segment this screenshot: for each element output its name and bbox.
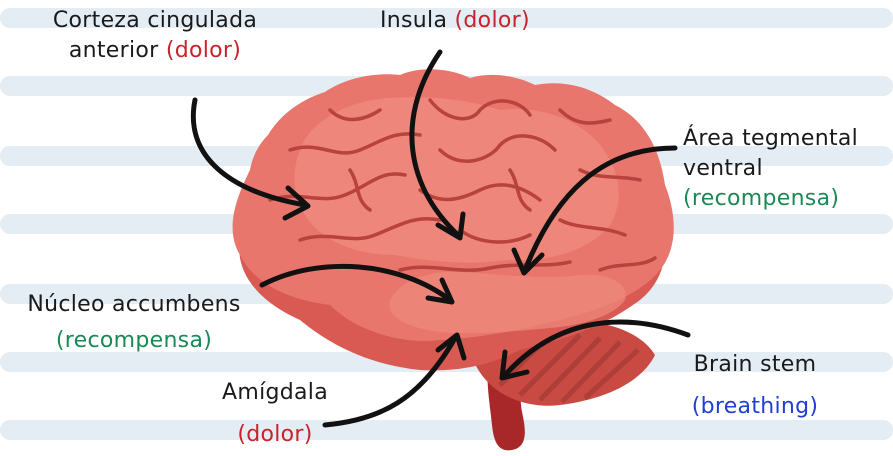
label-amigdala-name: Amígdala (205, 378, 345, 408)
label-insula-name: Insula (380, 8, 447, 33)
label-corteza-cingulada: Corteza cingulada anterior (dolor) (20, 6, 290, 66)
label-corteza-line2: anterior (69, 38, 159, 63)
label-brain-stem-name: Brain stem (660, 350, 850, 380)
label-brain-stem: Brain stem (breathing) (660, 350, 850, 422)
label-insula: Insula (dolor) (380, 6, 530, 36)
label-amigdala-role: (dolor) (205, 420, 345, 450)
label-area-tegmental-role: (recompensa) (683, 184, 858, 214)
label-insula-role: (dolor) (455, 8, 530, 33)
label-amigdala: Amígdala (dolor) (205, 378, 345, 450)
label-corteza-line2-wrap: anterior (dolor) (20, 36, 290, 66)
label-corteza-role: (dolor) (166, 38, 241, 63)
label-nucleo-accumbens: Núcleo accumbens (recompensa) (4, 290, 264, 356)
label-brain-stem-role: (breathing) (660, 392, 850, 422)
label-corteza-line1: Corteza cingulada (20, 6, 290, 36)
label-area-tegmental-line2: ventral (683, 154, 858, 184)
label-area-tegmental: Área tegmental ventral (recompensa) (683, 124, 858, 214)
label-area-tegmental-line1: Área tegmental (683, 124, 858, 154)
label-nucleo-role: (recompensa) (4, 326, 264, 356)
label-nucleo-name: Núcleo accumbens (4, 290, 264, 320)
